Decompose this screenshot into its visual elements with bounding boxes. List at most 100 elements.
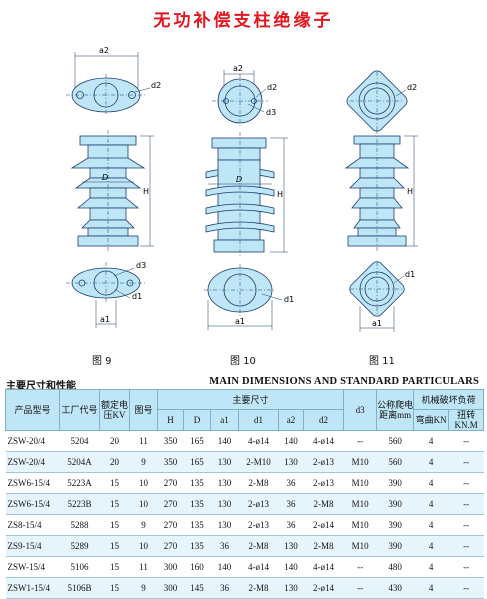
section-title-cn: 主要尺寸和性能: [6, 381, 76, 392]
table-cell: 20: [99, 451, 130, 473]
table-cell: 36: [278, 493, 304, 515]
table-cell: 5288: [59, 514, 100, 536]
fig11-a1-label: a1: [372, 319, 382, 328]
header-d1: d1: [238, 409, 279, 431]
table-cell: 165: [183, 430, 211, 452]
fig9-d3-label: d3: [136, 261, 146, 270]
table-cell: 160: [183, 556, 211, 578]
table-cell: 5106: [59, 556, 100, 578]
specifications-table: 产品型号 工厂代号 额定电压KV 图号 主要尺寸 d3 公称爬电距离mm 机械破…: [5, 389, 485, 599]
table-cell: 4: [413, 556, 449, 578]
table-cell: 2-ø14: [303, 514, 344, 536]
table-cell: 15: [99, 556, 130, 578]
table-cell: --: [448, 451, 484, 473]
table-cell: 4-ø14: [303, 556, 344, 578]
table-cell: 9: [129, 451, 158, 473]
table-cell: ZSW-15/4: [5, 556, 60, 578]
table-cell: 390: [376, 514, 414, 536]
table-cell: M10: [343, 493, 377, 515]
table-cell: M10: [343, 472, 377, 494]
fig10-bottom-view: d1 a1: [204, 264, 294, 330]
header-main-dimensions: 主要尺寸: [156, 389, 345, 410]
table-cell: 4: [413, 451, 449, 473]
table-cell: 350: [157, 451, 184, 473]
table-cell: 4-ø14: [238, 556, 279, 578]
fig10-top-view: a2 d2 d3: [212, 64, 277, 128]
table-cell: 390: [376, 472, 414, 494]
table-cell: 9: [129, 577, 158, 599]
figure-label-11: 图 11: [369, 356, 395, 367]
table-cell: ZS8-15/4: [5, 514, 60, 536]
table-cell: 4-ø14: [238, 430, 279, 452]
table-cell: 135: [183, 535, 211, 557]
table-cell: 270: [157, 514, 184, 536]
table-cell: 140: [210, 556, 239, 578]
section-title-en: MAIN DIMENSIONS AND STANDARD PARTICULARS: [209, 376, 479, 387]
table-cell: 2-ø13: [238, 493, 279, 515]
table-cell: 2-ø13: [303, 451, 344, 473]
header-figure: 图号: [129, 389, 158, 431]
table-cell: 130: [210, 451, 239, 473]
table-cell: 2-M10: [238, 451, 279, 473]
table-cell: 270: [157, 535, 184, 557]
table-cell: 2-ø14: [303, 577, 344, 599]
table-cell: 4: [413, 535, 449, 557]
table-cell: --: [448, 577, 484, 599]
table-cell: --: [343, 556, 377, 578]
header-a2: a2: [278, 409, 304, 431]
fig10-D-label: D: [236, 175, 242, 184]
page-title: 无功补偿支柱绝缘子: [153, 11, 334, 31]
fig9-bottom-view: d3 d1 a1: [66, 261, 146, 328]
fig11-d2-label: d2: [407, 83, 417, 92]
table-cell: 130: [278, 535, 304, 557]
fig9-a1-label: a1: [100, 315, 110, 324]
header-D: D: [183, 409, 211, 431]
table-cell: 36: [278, 472, 304, 494]
table-cell: --: [448, 556, 484, 578]
table-cell: 130: [210, 472, 239, 494]
table-cell: 11: [129, 556, 158, 578]
table-cell: 4: [413, 514, 449, 536]
header-creepage: 公称爬电距离mm: [376, 389, 415, 431]
table-cell: 10: [129, 472, 158, 494]
header-d2: d2: [302, 409, 345, 431]
table-cell: ZSW-20/4: [5, 430, 60, 452]
table-cell: 165: [183, 451, 211, 473]
fig11-bottom-view: d1 a1: [349, 261, 415, 332]
fig11-top-view: d2: [346, 70, 417, 132]
table-cell: 130: [210, 514, 239, 536]
table-cell: ZSW6-15/4: [5, 472, 60, 494]
table-cell: 5106B: [59, 577, 100, 599]
header-bending: 弯曲KN: [413, 409, 450, 431]
table-cell: 5289: [59, 535, 100, 557]
fig11-H-label: H: [407, 187, 413, 196]
table-cell: 130: [278, 577, 304, 599]
table-cell: 390: [376, 493, 414, 515]
header-a1: a1: [210, 409, 239, 431]
table-cell: M10: [343, 451, 377, 473]
table-cell: 15: [99, 535, 130, 557]
table-cell: 300: [157, 556, 184, 578]
table-cell: 270: [157, 493, 184, 515]
fig10-d2-label: d2: [267, 83, 277, 92]
table-cell: 560: [376, 430, 414, 452]
fig9-side-view: D H: [70, 130, 154, 252]
table-cell: 2-M8: [303, 493, 344, 515]
table-cell: 390: [376, 535, 414, 557]
table-cell: --: [448, 493, 484, 515]
header-H: H: [157, 409, 184, 431]
table-cell: 560: [376, 451, 414, 473]
table-cell: --: [448, 472, 484, 494]
table-cell: 2-M8: [303, 535, 344, 557]
table-cell: 135: [183, 493, 211, 515]
figure-label-9: 图 9: [92, 356, 112, 367]
header-torsion: 扭转KN.M: [448, 409, 485, 431]
header-code: 工厂代号: [59, 389, 100, 431]
table-cell: 4: [413, 493, 449, 515]
fig9-d1-label: d1: [132, 292, 142, 301]
fig9-a2-label: a2: [99, 46, 109, 55]
